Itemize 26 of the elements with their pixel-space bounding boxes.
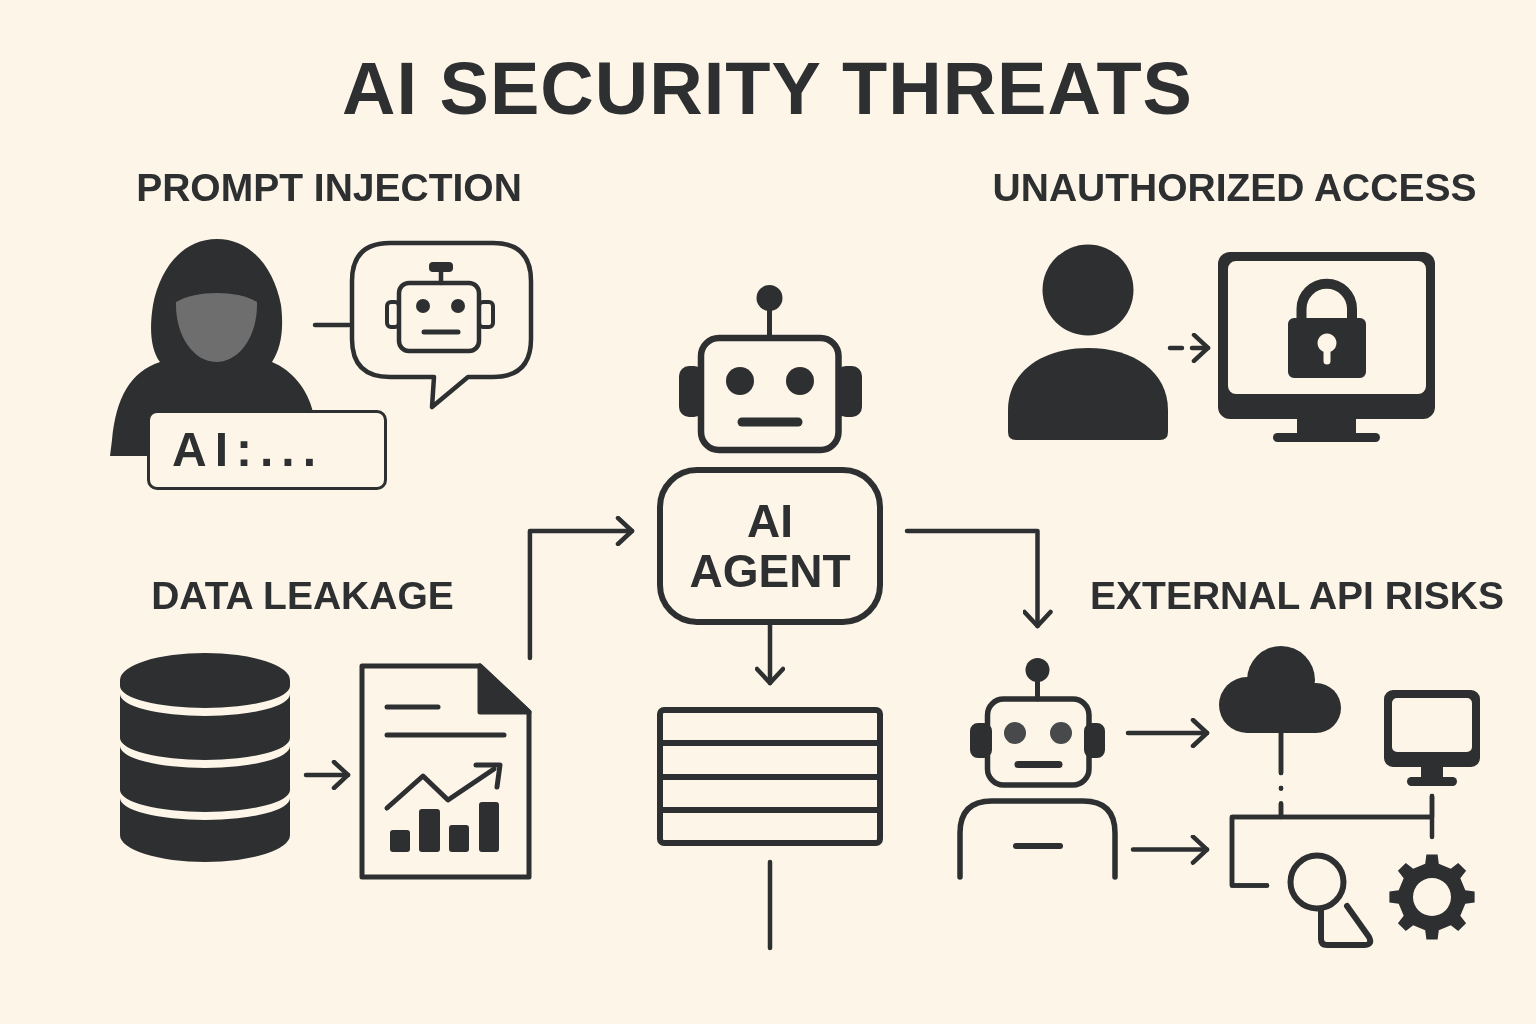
arrow — [527, 515, 635, 661]
database-icon — [119, 652, 291, 863]
locked-monitor-icon — [1217, 251, 1436, 443]
magnifier-icon — [1287, 852, 1374, 948]
section-heading: DATA LEAKAGE — [151, 576, 454, 616]
prompt-input-field: AI:... — [147, 410, 387, 490]
arrow — [1130, 834, 1210, 865]
section-heading: EXTERNAL API RISKS — [1090, 576, 1504, 616]
arrow — [904, 528, 1053, 629]
section-heading: PROMPT INJECTION — [136, 168, 522, 208]
arrow — [754, 622, 786, 686]
title: AI SECURITY THREATS — [342, 52, 1193, 127]
arrow — [1125, 717, 1210, 749]
person-icon — [1006, 243, 1170, 441]
connector-line — [312, 322, 352, 328]
connector-line — [767, 859, 773, 951]
table-icon — [657, 707, 883, 846]
arrow — [303, 759, 351, 791]
agent-box: AI AGENT — [657, 467, 883, 625]
robot-icon — [957, 658, 1118, 880]
dashed-arrow — [1167, 332, 1211, 364]
section-heading: UNAUTHORIZED ACCESS — [992, 168, 1477, 208]
cloud-icon — [1219, 646, 1343, 733]
chart-document-icon — [359, 663, 532, 880]
robot-speech-bubble-icon — [349, 240, 535, 411]
monitor-icon — [1384, 690, 1480, 786]
